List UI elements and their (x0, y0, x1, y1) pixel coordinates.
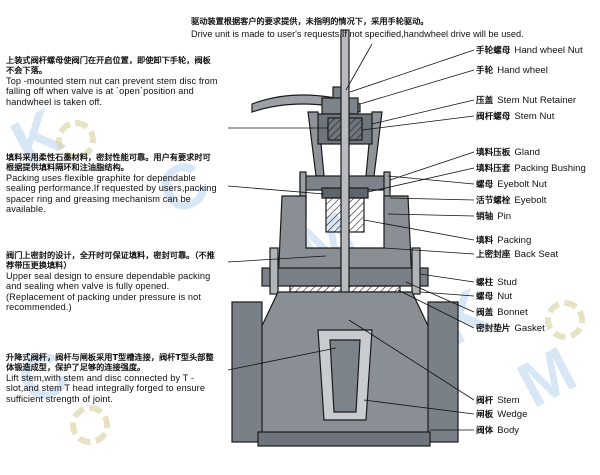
top-note-en: Drive unit is made to user's requests,If… (191, 29, 524, 39)
left-note-4-en: Lift stem,with stem and disc connected b… (6, 372, 206, 404)
left-note-4: 升降式阀杆，阀杆与闸板采用T型槽连接，阀杆T型头部整体锻造成型，保护了足够的连接… (6, 352, 218, 404)
left-note-3-en: Upper seal design to ensure dependable p… (6, 270, 211, 313)
left-note-1-en: Top -mounted stem nut can prevent stem d… (6, 75, 218, 107)
watermark-gear-icon (70, 405, 110, 445)
body-right-flange-shape (427, 301, 459, 443)
left-note-2-cn: 填料采用柔性石墨材料，密封性能可靠。用户有要求时可根据提供填料隔环和注油脂结构。 (6, 152, 211, 173)
left-note-2: 填料采用柔性石墨材料，密封性能可靠。用户有要求时可根据提供填料隔环和注油脂结构。… (6, 152, 218, 214)
watermark-gear-icon (56, 120, 96, 160)
left-note-2-en: Packing uses flexible graphite for depen… (6, 172, 217, 215)
left-note-1-cn: 上装式阀杆螺母使阀门在开启位置，即使卸下手轮，阀板不会下落。 (6, 55, 211, 76)
left-note-3-cn: 阀门上密封的设计，全开时可保证填料，密封可靠。（不推荐带压更换填料） (6, 250, 215, 271)
stud-left-shape (269, 247, 279, 295)
left-note-4-cn: 升降式阀杆，阀杆与闸板采用T型槽连接，阀杆T型头部整体锻造成型，保护了足够的连接… (6, 352, 214, 373)
leader-lines (227, 43, 475, 431)
left-note-1: 上装式阀杆螺母使阀门在开启位置，即使卸下手轮，阀板不会下落。 Top -moun… (6, 55, 218, 107)
body-bottom-shape (257, 431, 431, 447)
watermark-gear-icon (545, 300, 585, 340)
stud-right-shape (411, 247, 421, 295)
handwheel-hub-shape (321, 97, 359, 115)
body-left-flange-shape (231, 301, 263, 443)
left-note-3: 阀门上密封的设计，全开时可保证填料，密封可靠。（不推荐带压更换填料） Upper… (6, 250, 218, 312)
top-note-cn: 驱动装置根据客户的要求提供，未指明的情况下，采用手轮驱动。 (191, 16, 429, 26)
